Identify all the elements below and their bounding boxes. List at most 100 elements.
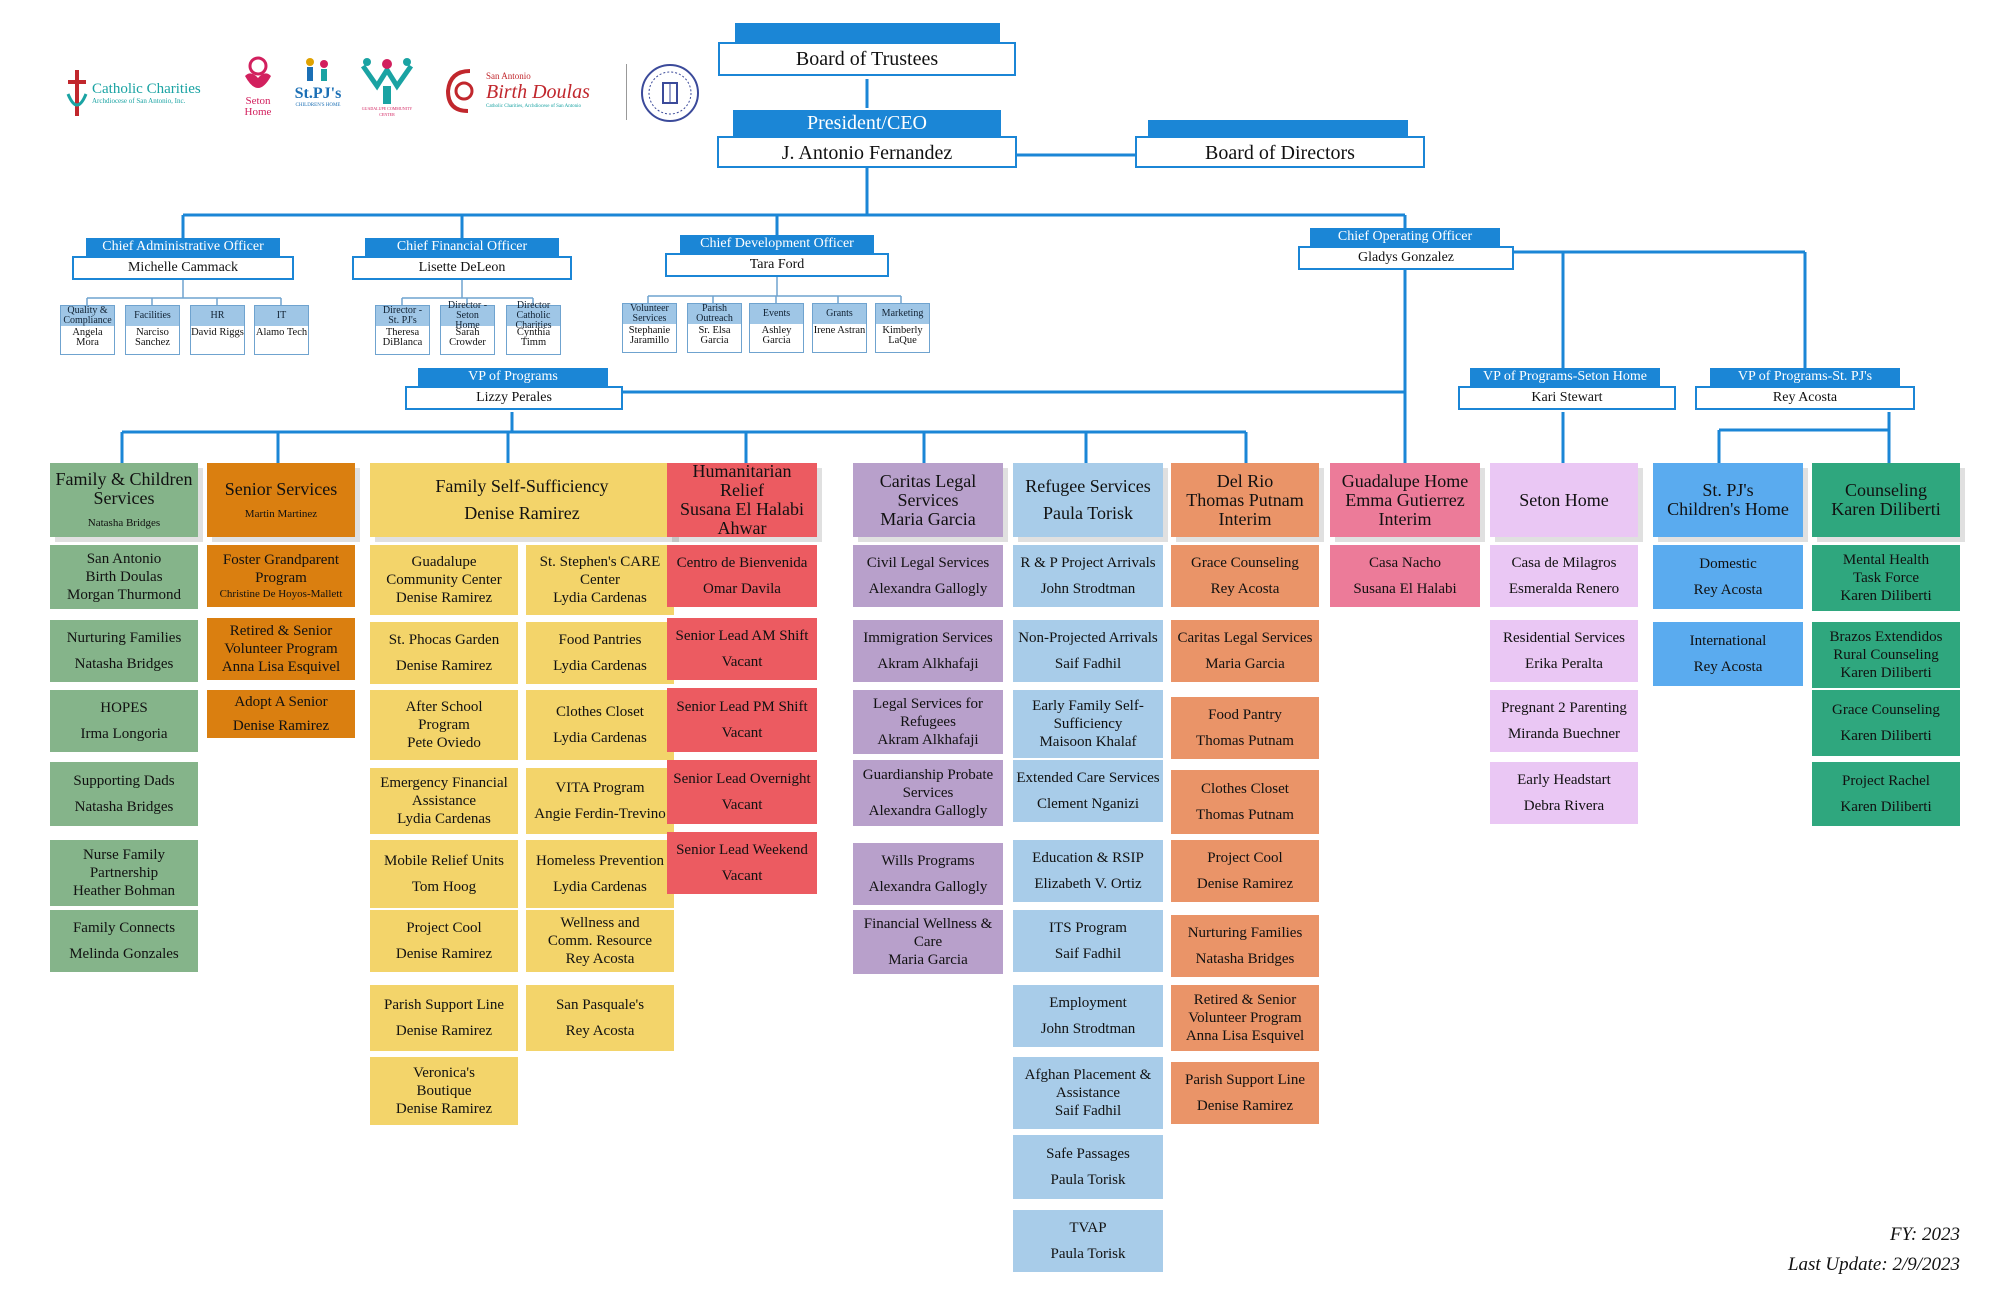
- header-manager: Martin Martinez: [244, 507, 318, 520]
- card-line: Anna Lisa Esquivel: [1185, 1028, 1305, 1044]
- card-line: HOPES: [100, 700, 148, 716]
- card-line: Clothes Closet: [1201, 781, 1289, 797]
- card-line: Vacant: [721, 868, 763, 884]
- staff-name: Stephanie Jaramillo: [628, 325, 671, 346]
- card-line: Anna Lisa Esquivel: [221, 659, 341, 675]
- header-line: St. PJ's: [1702, 480, 1754, 500]
- ceo-name: J. Antonio Fernandez: [717, 136, 1017, 168]
- card-line: Paula Torisk: [1050, 1246, 1126, 1262]
- card-line: San Antonio: [86, 551, 162, 567]
- card-line: Pete Oviedo: [407, 735, 481, 751]
- card-line: Birth Doulas: [85, 569, 163, 585]
- program-header: Seton Home: [1490, 463, 1638, 537]
- card-line: Lydia Cardenas: [397, 811, 491, 827]
- staff-name: Irene Astran: [813, 325, 866, 336]
- card-line: After School: [405, 699, 483, 715]
- card-line: Tom Hoog: [411, 879, 477, 895]
- card-line: Natasha Bridges: [74, 799, 174, 815]
- card-line: Clothes Closet: [556, 704, 644, 720]
- officer-name: Lisette DeLeon: [352, 256, 572, 280]
- doulas-logo-top: San Antonio: [486, 70, 531, 81]
- card-line: Immigration Services: [863, 630, 993, 646]
- card-line: Lydia Cardenas: [553, 658, 647, 674]
- birth-doulas-logo: San Antonio Birth Doulas Catholic Charit…: [440, 62, 620, 118]
- card-line: Emergency Financial: [380, 775, 508, 791]
- stpjs-logo: St.PJ's CHILDREN'S HOME: [290, 56, 346, 126]
- staff-name: David Riggs: [191, 327, 244, 338]
- doulas-logo-sub: Catholic Charities, Archdiocese of San A…: [486, 103, 581, 109]
- stpjs-logo-sub: CHILDREN'S HOME: [295, 103, 341, 108]
- card-line: Maria Garcia: [888, 952, 968, 968]
- officer-name: Tara Ford: [665, 253, 889, 277]
- header-line: Family & Children: [55, 469, 193, 489]
- header-manager: Natasha Bridges: [87, 517, 161, 529]
- cc-logo-name: Catholic Charities: [92, 80, 201, 97]
- card-line: Senior Lead Overnight: [673, 771, 811, 787]
- staff-role: Director - Seton Home: [441, 301, 494, 331]
- card-line: Legal Services for: [873, 696, 983, 712]
- staff-role: Marketing: [876, 304, 929, 324]
- staff-role: Grants: [813, 304, 866, 324]
- card-line: Parish Support Line: [1185, 1072, 1305, 1088]
- last-update: Last Update: 2/9/2023: [1787, 1254, 1960, 1275]
- card-line: Civil Legal Services: [866, 555, 990, 571]
- seal-icon: [641, 64, 699, 122]
- card-line: Heather Bohman: [72, 883, 176, 899]
- header-line: Emma Gutierrez: [1345, 489, 1465, 510]
- card-line: Pregnant 2 Parenting: [1501, 700, 1627, 716]
- card-line: Alexandra Gallogly: [868, 803, 988, 819]
- card-line: Natasha Bridges: [1195, 951, 1295, 967]
- people-icon: [360, 58, 414, 104]
- card-line: Esmeralda Renero: [1508, 581, 1620, 597]
- card-line: Senior Lead Weekend: [676, 842, 808, 858]
- staff-name: Ashley Garcia: [761, 325, 792, 346]
- card-line: Lydia Cardenas: [553, 590, 647, 606]
- staff-name: Cynthia Timm: [516, 327, 551, 348]
- card-line: Task Force: [1852, 570, 1919, 586]
- header-line: Guadalupe Home: [1341, 470, 1469, 491]
- cross-icon: [66, 70, 88, 116]
- card-line: VITA Program: [555, 780, 645, 796]
- card-line: Guardianship Probate: [862, 767, 994, 783]
- fiscal-year: FY: 2023: [1889, 1224, 1960, 1245]
- card-line: Supporting Dads: [73, 773, 175, 789]
- card-line: Mobile Relief Units: [384, 853, 504, 869]
- card-line: Retired & Senior: [1193, 992, 1297, 1008]
- stpjs-logo-text: St.PJ's: [294, 85, 342, 102]
- header-line: Services: [93, 488, 155, 508]
- board-of-directors: Board of Directors: [1135, 136, 1425, 168]
- card-line: Wellness and: [560, 915, 640, 931]
- card-line: Nurse Family: [82, 847, 166, 863]
- officer-title: Chief Financial Officer: [365, 238, 559, 256]
- staff-role: Volunteer Services: [623, 304, 676, 324]
- vp-title: VP of Programs: [418, 368, 608, 386]
- card-line: Vacant: [721, 654, 763, 670]
- doulas-logo-name: Birth Doulas: [486, 80, 590, 103]
